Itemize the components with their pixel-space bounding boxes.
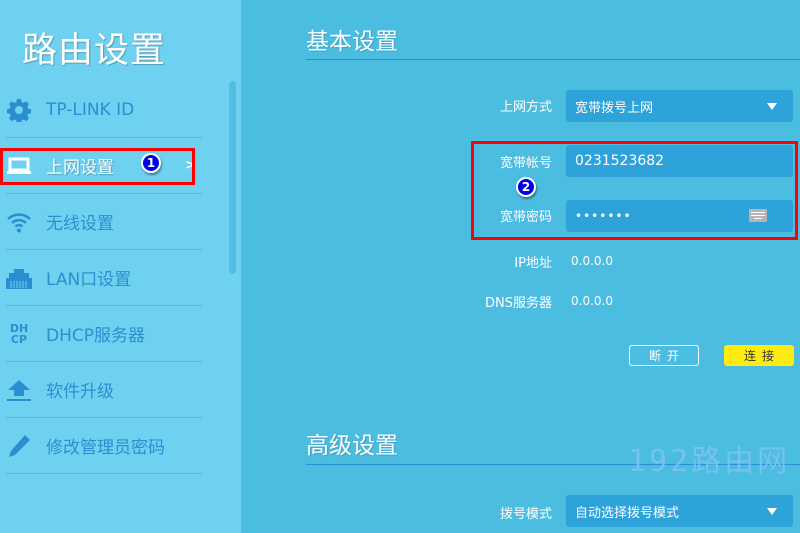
sidebar-title: 路由设置 xyxy=(22,31,167,71)
sidebar-item-internet-settings[interactable]: 上网设置 > xyxy=(6,138,202,194)
upload-icon xyxy=(6,377,32,403)
dial-mode-select[interactable]: 自动选择拨号模式 xyxy=(566,495,793,527)
section-title-basic: 基本设置 xyxy=(306,29,398,55)
watermark: 192路由网 xyxy=(628,444,791,479)
connection-type-value: 宽带拨号上网 xyxy=(575,100,654,116)
sidebar-scrollbar[interactable] xyxy=(229,81,236,274)
dns-value: 0.0.0.0 xyxy=(571,294,613,308)
section-title-advanced: 高级设置 xyxy=(306,433,398,459)
highlight-box-1 xyxy=(0,148,195,185)
password-input[interactable]: ••••••• xyxy=(566,200,793,232)
account-value: 0231523682 xyxy=(575,153,665,169)
sidebar-item-firmware-upgrade[interactable]: 软件升级 xyxy=(6,362,202,418)
ethernet-port-icon xyxy=(6,265,32,291)
highlight-box-2 xyxy=(471,141,798,240)
sidebar-item-label: 无线设置 xyxy=(46,214,114,234)
sidebar-item-label: 软件升级 xyxy=(46,382,114,402)
sidebar-item-label: 上网设置 xyxy=(46,158,114,178)
gear-icon xyxy=(6,97,32,123)
wifi-icon xyxy=(6,209,32,235)
keyboard-icon[interactable] xyxy=(749,209,767,222)
sidebar: 路由设置 TP-LINK ID 上网设置 > 无线设置 LAN口设置 xyxy=(0,0,241,533)
connect-button[interactable]: 连接 xyxy=(724,345,794,366)
sidebar-item-change-admin-password[interactable]: 修改管理员密码 xyxy=(6,418,202,474)
divider xyxy=(306,464,800,465)
divider xyxy=(306,59,800,60)
account-label: 宽带帐号 xyxy=(499,156,552,171)
step-badge-1: 1 xyxy=(141,153,161,173)
laptop-icon xyxy=(6,153,32,179)
sidebar-item-tplink-id[interactable]: TP-LINK ID xyxy=(6,82,202,138)
dropdown-caret-icon xyxy=(767,103,777,110)
password-label: 宽带密码 xyxy=(499,210,552,225)
sidebar-item-label: LAN口设置 xyxy=(46,270,132,290)
sidebar-item-wireless[interactable]: 无线设置 xyxy=(6,194,202,250)
dropdown-caret-icon xyxy=(767,508,777,515)
ip-label: IP地址 xyxy=(514,256,552,271)
sidebar-item-lan[interactable]: LAN口设置 xyxy=(6,250,202,306)
sidebar-item-label: 修改管理员密码 xyxy=(46,438,165,458)
dial-mode-label: 拨号模式 xyxy=(499,507,552,522)
sidebar-item-label: DHCP服务器 xyxy=(46,326,145,346)
account-input[interactable]: 0231523682 xyxy=(566,145,793,177)
chevron-right-icon: > xyxy=(185,158,196,173)
connection-type-label: 上网方式 xyxy=(499,100,552,115)
step-badge-2: 2 xyxy=(516,177,536,197)
pencil-icon xyxy=(6,433,32,459)
sidebar-item-label: TP-LINK ID xyxy=(46,99,135,120)
disconnect-button[interactable]: 断开 xyxy=(629,345,699,366)
password-value: ••••••• xyxy=(575,209,632,223)
connection-type-select[interactable]: 宽带拨号上网 xyxy=(566,90,793,122)
dial-mode-value: 自动选择拨号模式 xyxy=(575,505,680,521)
ip-value: 0.0.0.0 xyxy=(571,254,613,268)
dns-label: DNS服务器 xyxy=(485,296,552,311)
